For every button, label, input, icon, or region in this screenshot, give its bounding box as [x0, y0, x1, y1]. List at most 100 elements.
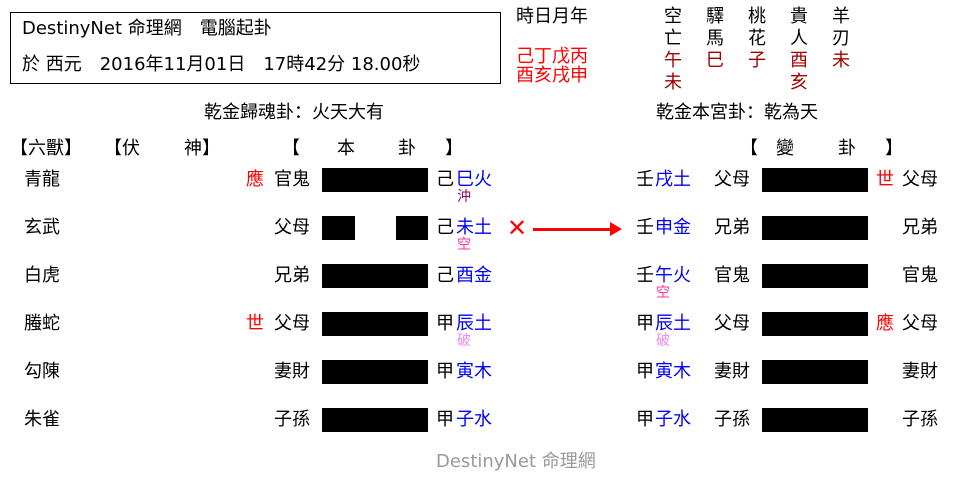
header-biangua-close: 】: [885, 138, 903, 159]
ying-marker: 應: [876, 313, 894, 334]
kong-note: 空: [656, 285, 670, 301]
shensha-name: 人: [790, 28, 808, 49]
ben-stem: 己: [436, 217, 454, 238]
ben-stem: 己: [436, 169, 454, 190]
bian-relation-right: 子孫: [902, 409, 938, 430]
bian-relation-right: 官鬼: [902, 265, 938, 286]
bian-stem: 甲: [636, 409, 654, 430]
bian-relation: 父母: [714, 169, 750, 190]
shensha-name: 空: [664, 6, 682, 27]
shensha-value: 亥: [790, 72, 808, 93]
bian-relation-right: 父母: [902, 313, 938, 334]
beast-label: 螣蛇: [24, 313, 60, 334]
shensha-yima: 驛 馬 巳: [705, 6, 725, 72]
shensha-guiren: 貴 人 酉 亥: [789, 6, 809, 94]
yin-line-left: [322, 216, 355, 240]
yang-line: [762, 216, 868, 240]
shensha-value: 午: [664, 50, 682, 71]
shensha-value: 未: [832, 50, 850, 71]
yang-line: [762, 312, 868, 336]
ying-marker: 應: [246, 169, 264, 190]
bian-relation: 妻財: [714, 361, 750, 382]
ben-branch: 酉金: [456, 265, 492, 286]
ganzhi-label: 時日月年: [516, 6, 588, 27]
header-title: DestinyNet 命理網 電腦起卦: [22, 18, 272, 39]
bian-relation-right: 父母: [902, 169, 938, 190]
header-fushen-open: 【伏: [104, 138, 140, 159]
ben-branch: 未土: [456, 217, 492, 238]
ganzhi-branches: 酉亥戌申: [516, 65, 588, 86]
header-datetime: 於 西元 2016年11月01日 17時42分 18.00秒: [22, 54, 421, 75]
shensha-taohua: 桃 花 子: [747, 6, 767, 72]
bian-branch: 寅木: [655, 361, 691, 382]
ben-relation: 子孫: [274, 409, 310, 430]
yang-line: [322, 168, 428, 192]
ben-relation: 父母: [274, 313, 310, 334]
shensha-name: 桃: [748, 6, 766, 27]
shensha-value: 酉: [790, 50, 808, 71]
yang-line: [762, 168, 868, 192]
yang-line: [762, 264, 868, 288]
arrow-head-icon: [610, 222, 622, 236]
ben-gua-title: 乾金歸魂卦：火天大有: [204, 102, 384, 123]
bian-relation-right: 兄弟: [902, 217, 938, 238]
right-arrow-icon: [533, 228, 619, 231]
po-note: 破: [656, 333, 670, 349]
shensha-name: 羊: [832, 6, 850, 27]
bian-stem: 甲: [636, 313, 654, 334]
header-biangua-2: 卦: [838, 138, 856, 159]
beast-label: 玄武: [24, 217, 60, 238]
bian-stem: 壬: [636, 217, 654, 238]
yang-line: [322, 264, 428, 288]
header-bengua-open: 【: [282, 138, 300, 159]
header-liushou: 【六獸】: [10, 138, 82, 159]
bian-stem: 壬: [636, 169, 654, 190]
shensha-value: 未: [664, 72, 682, 93]
footer-watermark: DestinyNet 命理網: [436, 451, 596, 472]
shensha-name: 花: [748, 28, 766, 49]
po-note: 破: [457, 333, 471, 349]
header-biangua-1: 變: [776, 138, 794, 159]
chong-note: 沖: [457, 189, 471, 205]
bian-relation: 官鬼: [714, 265, 750, 286]
shensha-name: 驛: [706, 6, 724, 27]
ben-branch: 辰土: [456, 313, 492, 334]
shensha-value: 巳: [706, 50, 724, 71]
bian-relation-right: 妻財: [902, 361, 938, 382]
bian-relation: 兄弟: [714, 217, 750, 238]
ben-stem: 甲: [436, 361, 454, 382]
beast-label: 勾陳: [24, 361, 60, 382]
yang-line: [322, 360, 428, 384]
ganzhi-stems: 己丁戊丙: [516, 46, 588, 67]
yang-line: [322, 408, 428, 432]
bian-branch: 申金: [655, 217, 691, 238]
bian-branch: 午火: [655, 265, 691, 286]
shi-marker: 世: [876, 169, 894, 190]
ben-stem: 甲: [436, 313, 454, 334]
bian-relation: 父母: [714, 313, 750, 334]
header-box: [10, 12, 501, 84]
yin-line-right: [396, 216, 428, 240]
ben-relation: 官鬼: [274, 169, 310, 190]
header-bengua-1: 本: [337, 138, 355, 159]
bian-branch: 子水: [655, 409, 691, 430]
bian-branch: 戌土: [655, 169, 691, 190]
ben-branch: 巳火: [456, 169, 492, 190]
ben-branch: 子水: [456, 409, 492, 430]
shensha-kongwang: 空 亡 午 未: [663, 6, 683, 94]
shi-marker: 世: [246, 313, 264, 334]
shensha-name: 貴: [790, 6, 808, 27]
header-fushen-close: 神】: [184, 138, 220, 159]
header-biangua-open: 【: [740, 138, 758, 159]
ben-relation: 父母: [274, 217, 310, 238]
shensha-name: 馬: [706, 28, 724, 49]
yang-line: [322, 312, 428, 336]
ben-relation: 妻財: [274, 361, 310, 382]
beast-label: 朱雀: [24, 409, 60, 430]
yang-line: [762, 408, 868, 432]
shensha-name: 亡: [664, 28, 682, 49]
shensha-name: 刃: [832, 28, 850, 49]
gong-gua-title: 乾金本宮卦：乾為天: [656, 102, 818, 123]
red-x-icon: ✕: [507, 214, 528, 242]
beast-label: 白虎: [24, 265, 60, 286]
